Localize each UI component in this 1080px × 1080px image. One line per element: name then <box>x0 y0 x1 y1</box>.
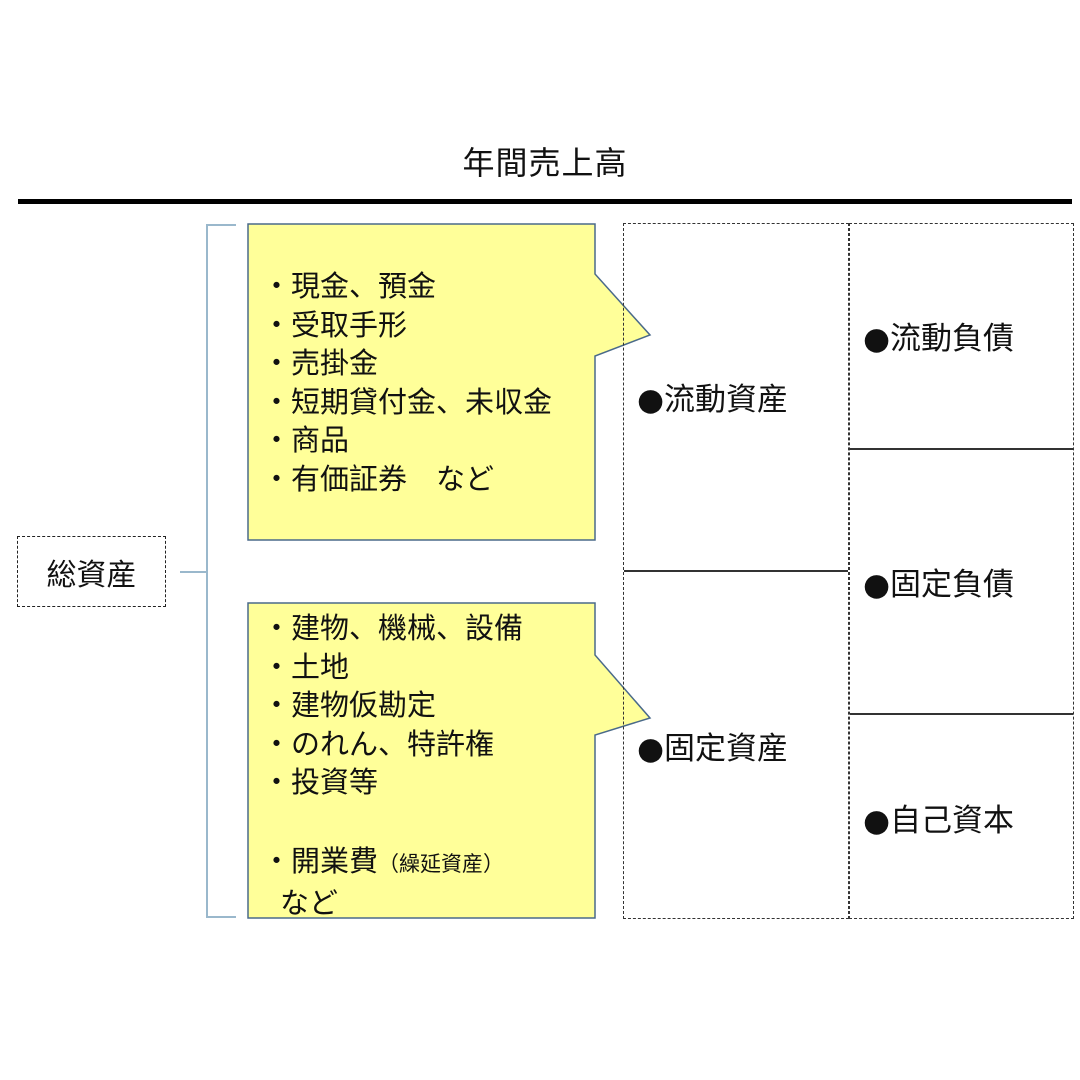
list-item: ・投資等 <box>262 765 379 799</box>
deferred-paren: （繰延資産） <box>378 852 505 876</box>
fixed-assets-cell: ●固定資産 <box>623 572 849 919</box>
equity-label: ●自己資本 <box>863 802 1015 839</box>
list-item: ・建物仮勘定 <box>262 688 437 722</box>
list-item: ・有価証券 など <box>262 461 495 496</box>
liabilities-column <box>849 223 1074 919</box>
current-liabilities-label: ●流動負債 <box>863 321 1015 357</box>
title: 年間売上高 <box>462 144 628 182</box>
list-item: ・土地 <box>262 649 350 684</box>
list-item: ・建物、機械、設備 <box>262 611 524 645</box>
deferred-suffix: など <box>280 885 339 920</box>
current-assets-cell: ●流動資産 <box>623 223 849 570</box>
current-assets-label: ●流動資産 <box>637 382 789 418</box>
list-item: ・短期貸付金、未収金 <box>262 384 553 419</box>
fixed-liabilities-cell: ●固定負債 <box>849 450 1074 713</box>
liabilities-divider-2 <box>850 713 1073 715</box>
current-liabilities-cell: ●流動負債 <box>849 223 1074 448</box>
equity-cell: ●自己資本 <box>849 715 1074 919</box>
assets-divider <box>624 570 848 572</box>
list-item: ・商品 <box>262 423 350 457</box>
fixed-assets-list: ・建物、機械、設備 ・土地 ・建物仮勘定 ・のれん、特許権 ・投資等 <box>262 609 523 802</box>
total-assets-label: 総資産 <box>46 557 137 593</box>
deferred-assets-item: ・開業費（繰延資産） など <box>262 842 504 922</box>
total-assets-box: 総資産 <box>17 536 166 607</box>
list-item: ・売掛金 <box>262 346 379 380</box>
liabilities-divider-1 <box>850 448 1073 450</box>
current-assets-list: ・現金、預金 ・受取手形 ・売掛金 ・短期貸付金、未収金 ・商品 ・有価証券 な… <box>262 267 552 498</box>
list-item: ・現金、預金 <box>262 269 437 303</box>
title-underline <box>18 199 1072 204</box>
deferred-main: ・開業費 <box>262 844 379 878</box>
assets-column <box>623 223 849 919</box>
fixed-liabilities-label: ●固定負債 <box>863 567 1015 603</box>
list-item: ・のれん、特許権 <box>262 726 495 761</box>
fixed-assets-label: ●固定資産 <box>637 731 789 767</box>
list-item: ・受取手形 <box>262 307 408 342</box>
